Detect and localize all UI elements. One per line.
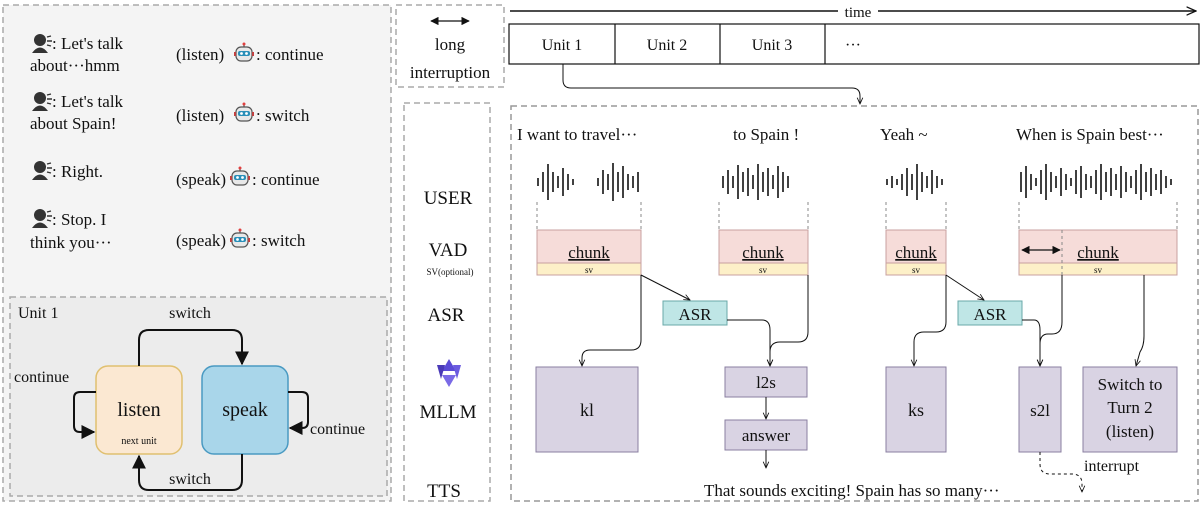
sv-label: sv: [912, 265, 921, 275]
state-machine-title: Unit 1: [18, 305, 58, 322]
sv-label: sv: [759, 265, 768, 275]
switch-top-arrow: [138, 329, 249, 366]
chunk-3: chunk sv: [885, 229, 947, 276]
example-4-user-line1: : Stop. I: [52, 210, 107, 229]
chunk-label: chunk: [895, 243, 937, 262]
flow-arrows: [582, 274, 1145, 468]
example-4-mode: (speak): [176, 231, 226, 250]
example-3-mode: (speak): [176, 170, 226, 189]
waveform-3: [886, 164, 943, 200]
decision-switch-line3: (listen): [1106, 422, 1154, 441]
waveform-4: [1020, 164, 1172, 200]
utterance-1: I want to travel···: [517, 125, 637, 144]
chunk-4: chunk sv: [1018, 229, 1178, 276]
sv-label: sv: [1094, 265, 1103, 275]
time-label: time: [845, 5, 872, 21]
chunk-label: chunk: [742, 243, 784, 262]
interrupt-arrow: [1039, 452, 1082, 492]
switch-bottom-label: switch: [169, 471, 211, 488]
listen-state-label: listen: [117, 399, 160, 421]
decision-ks-box: [885, 366, 947, 453]
example-1: : Let's talk about···hmm (listen) : cont…: [30, 33, 324, 75]
sv-label: sv: [585, 265, 594, 275]
row-label-vad-sub: SV(optional): [427, 267, 474, 277]
example-3-user-line1: : Right.: [52, 162, 103, 181]
example-4-user-line2: think you···: [30, 233, 112, 252]
asr-box-2: [957, 300, 1023, 326]
mllm-logo-icon: [437, 359, 461, 387]
row-label-asr: ASR: [428, 305, 465, 326]
example-2-mode: (listen): [176, 106, 224, 125]
state-machine-panel: [9, 296, 388, 497]
timeline-unit-more: ···: [845, 37, 861, 54]
speak-state-label: speak: [222, 399, 268, 421]
decision-kl-label: kl: [580, 400, 594, 420]
decision-answer-label: answer: [742, 426, 790, 445]
decision-l2s-label: l2s: [756, 373, 776, 392]
continue-right-label: continue: [310, 421, 365, 438]
example-2-user-line2: about Spain!: [30, 114, 116, 133]
timeline-unit-2: Unit 2: [647, 37, 687, 54]
timeline-unit-3: Unit 3: [752, 37, 792, 54]
row-label-user: USER: [424, 188, 473, 209]
example-3-action: : continue: [252, 170, 320, 189]
utterance-2: to Spain !: [733, 125, 799, 144]
chunk-label: chunk: [568, 243, 610, 262]
timeline-unit-1: Unit 1: [542, 37, 582, 54]
continue-left-label: continue: [14, 369, 69, 386]
asr-box-1-label: ASR: [678, 305, 712, 324]
decision-s2l-label: s2l: [1030, 401, 1050, 420]
switch-top-label: switch: [169, 305, 211, 322]
listen-state-sublabel: next unit: [121, 436, 156, 447]
example-3: : Right. (speak) : continue: [31, 160, 320, 189]
row-label-tts: TTS: [427, 481, 461, 502]
unit-detail-arrow: [562, 64, 860, 104]
example-1-user-line2: about···hmm: [30, 56, 120, 75]
speak-state: [201, 365, 289, 455]
example-1-mode: (listen): [176, 45, 224, 64]
example-2-user-line1: : Let's talk: [52, 92, 124, 111]
chunk-1: chunk sv: [536, 229, 642, 276]
decision-kl-box: [535, 366, 639, 453]
chunk-label: chunk: [1077, 243, 1119, 262]
utterance-4: When is Spain best···: [1016, 125, 1164, 144]
waveform-1: [537, 163, 639, 201]
timeline-units: [508, 23, 1200, 65]
legend-label-line1: long: [435, 35, 466, 54]
waveform-2: [722, 164, 789, 200]
continue-right-loop: [288, 391, 309, 435]
legend-label-line2: interruption: [410, 63, 491, 82]
decision-switch-line1: Switch to: [1098, 375, 1163, 394]
example-4-action: : switch: [252, 231, 306, 250]
example-2: : Let's talk about Spain! (listen) : swi…: [30, 91, 310, 133]
asr-box-2-label: ASR: [973, 305, 1007, 324]
decision-ks-label: ks: [908, 400, 924, 420]
decision-switch-line2: Turn 2: [1107, 398, 1152, 417]
example-1-action: : continue: [256, 45, 324, 64]
tts-output-text: That sounds exciting! Spain has so many·…: [704, 481, 1000, 500]
row-label-mllm: MLLM: [420, 402, 477, 423]
example-2-action: : switch: [256, 106, 310, 125]
continue-left-loop: [73, 391, 96, 439]
example-4: : Stop. I think you··· (speak) : switch: [30, 208, 306, 252]
utterance-3: Yeah ~: [880, 125, 928, 144]
example-1-user-line1: : Let's talk: [52, 34, 124, 53]
decision-switch-box: [1082, 366, 1178, 453]
interrupt-label: interrupt: [1084, 458, 1140, 475]
asr-box-1: [662, 300, 728, 326]
row-label-panel: [403, 102, 491, 502]
switch-bottom-arrow: [132, 454, 243, 491]
chunk-2: chunk sv: [718, 229, 809, 276]
row-label-vad: VAD: [429, 240, 468, 261]
